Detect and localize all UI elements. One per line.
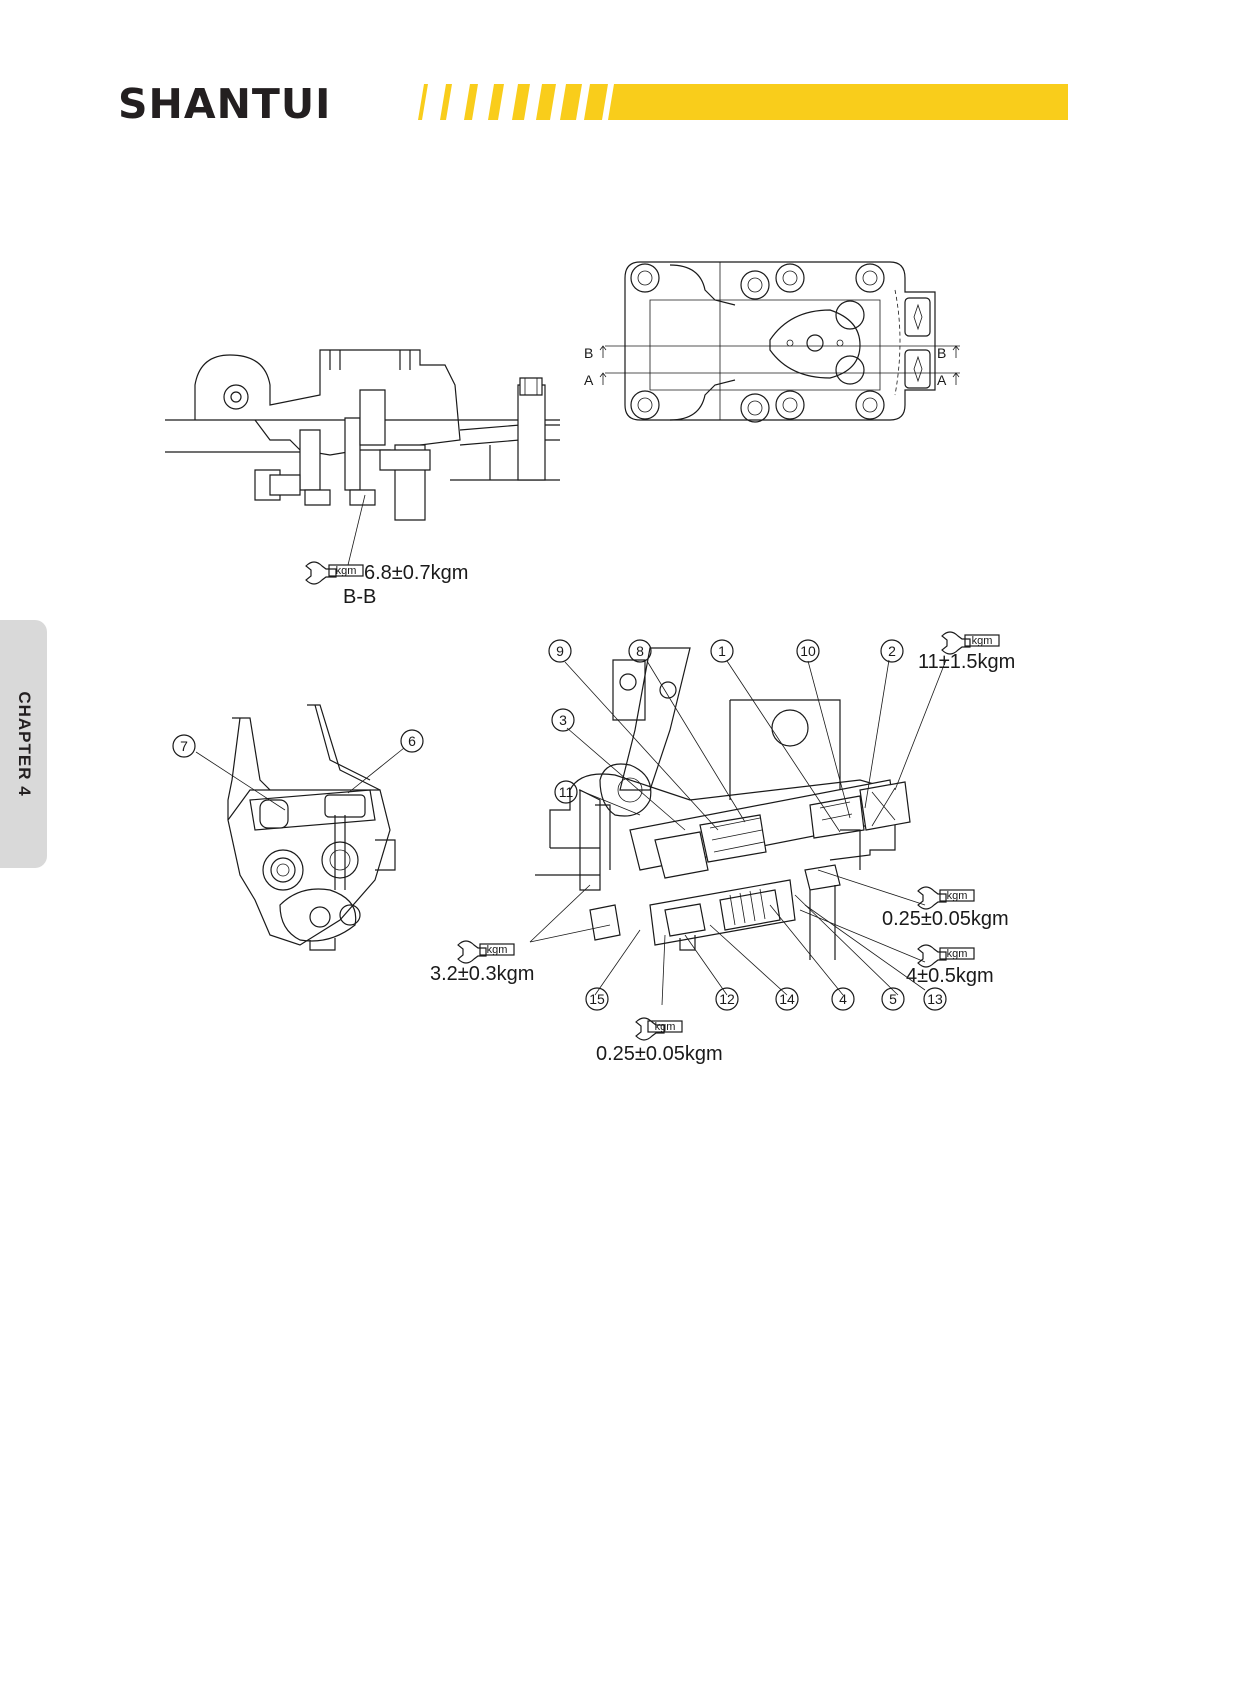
bb-torque-value: 6.8±0.7kgm <box>364 562 468 584</box>
torque-left-unit: kgm <box>487 944 508 956</box>
callout-8: 8 <box>628 639 652 663</box>
callout-11: 11 <box>554 780 578 804</box>
svg-text:13: 13 <box>927 991 943 1007</box>
svg-text:8: 8 <box>636 643 644 659</box>
header-stripe-bar <box>418 84 1068 120</box>
chapter-side-tab: CHAPTER 4 <box>0 620 47 868</box>
svg-text:5: 5 <box>889 991 897 1007</box>
svg-text:7: 7 <box>180 738 188 754</box>
callout-2: 2 <box>880 639 904 663</box>
section-mark-a-left: A <box>584 372 594 388</box>
left-assembly-drawing <box>195 704 405 951</box>
bb-torque-unit: kgm <box>336 565 357 577</box>
section-arrow-b-right <box>952 345 960 358</box>
callout-4: 4 <box>831 987 855 1011</box>
section-mark-b-left: B <box>584 345 593 361</box>
callout-15: 15 <box>585 987 609 1011</box>
torque-bottom-wrench-icon <box>635 1017 683 1041</box>
torque-right-1-unit: kgm <box>947 890 968 902</box>
torque-bottom-value: 0.25±0.05kgm <box>596 1043 723 1065</box>
torque-left-wrench-icon <box>457 940 515 964</box>
main-assembly-drawing <box>529 647 947 1006</box>
callout-5: 5 <box>881 987 905 1011</box>
svg-text:14: 14 <box>779 991 795 1007</box>
section-bb-drawing <box>165 349 560 566</box>
torque-right-1-wrench-icon <box>917 886 975 910</box>
torque-right-2-wrench-icon <box>917 944 975 968</box>
torque-top-value: 11±1.5kgm <box>918 651 1015 673</box>
svg-text:10: 10 <box>800 643 816 659</box>
callout-13: 13 <box>923 987 947 1011</box>
callout-12: 12 <box>715 987 739 1011</box>
torque-bottom-unit: kgm <box>655 1021 676 1033</box>
callout-1: 1 <box>710 639 734 663</box>
torque-top-wrench-icon <box>941 631 1000 655</box>
bb-torque-wrench-icon <box>305 561 364 585</box>
torque-left-value: 3.2±0.3kgm <box>430 963 534 985</box>
section-arrow-a-right <box>952 372 960 385</box>
torque-right-1-value: 0.25±0.05kgm <box>882 908 1009 930</box>
callout-9: 9 <box>548 639 572 663</box>
torque-right-2-value: 4±0.5kgm <box>906 965 994 987</box>
svg-text:1: 1 <box>718 643 726 659</box>
svg-text:15: 15 <box>589 991 605 1007</box>
callout-6: 6 <box>400 729 424 753</box>
top-view-drawing <box>605 261 960 423</box>
torque-top-unit: kgm <box>972 635 993 647</box>
callout-10: 10 <box>796 639 820 663</box>
svg-text:12: 12 <box>719 991 735 1007</box>
svg-text:11: 11 <box>559 784 574 800</box>
svg-text:9: 9 <box>556 643 564 659</box>
section-mark-b-right: B <box>937 345 946 361</box>
svg-text:4: 4 <box>839 991 847 1007</box>
torque-right-2-unit: kgm <box>947 948 968 960</box>
callout-3: 3 <box>551 708 575 732</box>
shantui-logo: SHANTUI <box>118 80 332 128</box>
bb-section-label: B-B <box>343 586 376 608</box>
section-arrow-b-left <box>599 345 607 358</box>
svg-text:2: 2 <box>888 643 896 659</box>
svg-text:3: 3 <box>559 712 567 728</box>
callout-14: 14 <box>775 987 799 1011</box>
section-arrow-a-left <box>599 372 607 385</box>
svg-text:6: 6 <box>408 733 416 749</box>
section-mark-a-right: A <box>937 372 947 388</box>
callout-7: 7 <box>172 734 196 758</box>
